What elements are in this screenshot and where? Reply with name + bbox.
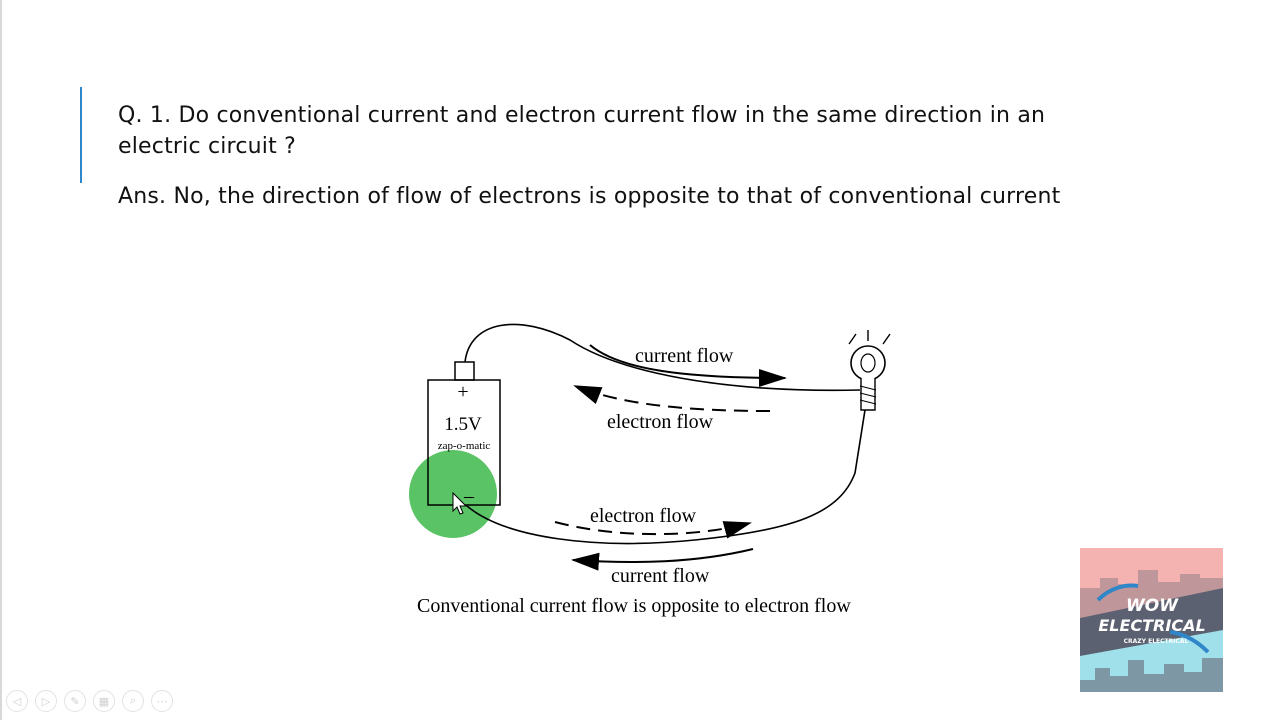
current-arrow-bottom — [571, 548, 754, 571]
battery-brand: zap-o-matic — [438, 440, 491, 452]
battery-minus: – — [463, 485, 475, 507]
electron-arrow-bottom — [554, 521, 752, 539]
wire-bottom — [466, 409, 866, 545]
electron-arrow-top — [573, 385, 771, 412]
diagram-caption: Conventional current flow is opposite to… — [417, 595, 851, 617]
label-bottom-current: current flow — [611, 565, 710, 587]
circuit-diagram: + 1.5V zap-o-matic – current flow electr… — [409, 323, 891, 617]
zoom-icon[interactable]: ⌕ — [122, 690, 144, 712]
wow-electrical-logo: WOW ELECTRICAL CRAZY ELECTRICAL — [1080, 548, 1223, 692]
wire-top — [464, 323, 861, 392]
answer-text: Ans. No, the direction of flow of electr… — [118, 184, 1061, 209]
pen-icon[interactable]: ✎ — [64, 690, 86, 712]
logo-title-2: ELECTRICAL — [1098, 616, 1205, 635]
bulb-icon — [848, 330, 891, 411]
current-arrow-top — [589, 344, 787, 387]
slide-edge — [0, 0, 2, 720]
battery-terminal — [454, 361, 475, 381]
more-icon[interactable]: ⋯ — [151, 690, 173, 712]
label-top-electron: electron flow — [607, 411, 714, 433]
slides-icon[interactable]: ▦ — [93, 690, 115, 712]
logo-tagline: CRAZY ELECTRICAL — [1124, 638, 1189, 645]
presentation-toolbar: ◁ ▷ ✎ ▦ ⌕ ⋯ — [6, 690, 173, 714]
logo-title-1: WOW — [1126, 596, 1179, 616]
mouse-cursor-icon — [452, 491, 468, 515]
label-bottom-electron: electron flow — [590, 505, 697, 527]
label-top-current: current flow — [635, 345, 734, 367]
battery-voltage: 1.5V — [444, 414, 482, 435]
next-icon[interactable]: ▷ — [35, 690, 57, 712]
question-text: Q. 1. Do conventional current and electr… — [118, 103, 1046, 159]
battery-plus: + — [457, 381, 468, 403]
prev-icon[interactable]: ◁ — [6, 690, 28, 712]
accent-bar — [80, 87, 82, 183]
